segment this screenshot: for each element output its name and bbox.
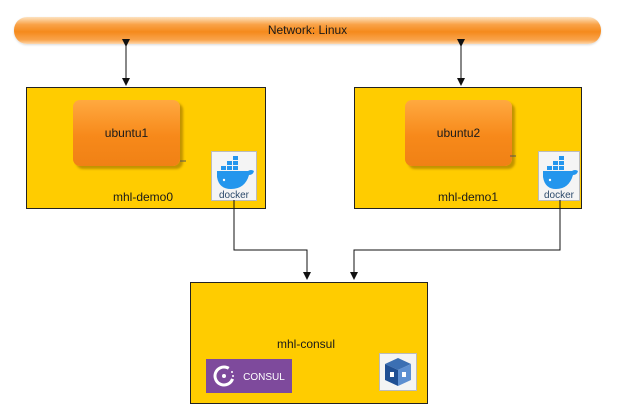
docker-icon: docker: [211, 151, 257, 201]
network-bar: Network: Linux: [14, 17, 601, 44]
container-ubuntu2: ubuntu2: [405, 100, 512, 166]
host-label: mhl-demo0: [113, 190, 174, 204]
container-label: ubuntu2: [436, 126, 481, 140]
container-ubuntu1: ubuntu1: [73, 100, 180, 166]
link-demo0-consul: [233, 200, 311, 280]
consul-icon: CONSUL: [206, 359, 292, 393]
host-mhl-demo0: ubuntu1 mhl-demo0 docker: [26, 87, 266, 209]
host-label: mhl-consul: [277, 337, 336, 351]
host-label: mhl-demo1: [438, 190, 499, 204]
host-mhl-consul: mhl-consul CONSUL: [190, 282, 428, 404]
docker-icon: docker: [538, 151, 580, 201]
docker-logo-text: docker: [219, 190, 250, 201]
network-label: Network: Linux: [267, 23, 348, 37]
link-demo1-consul: [350, 200, 561, 280]
host-mhl-demo1: ubuntu2 mhl-demo1 docker: [354, 87, 582, 209]
virtualbox-icon: [379, 353, 417, 391]
docker-logo-text: docker: [544, 190, 575, 201]
consul-logo-text: CONSUL: [243, 372, 285, 383]
container-label: ubuntu1: [104, 126, 149, 140]
